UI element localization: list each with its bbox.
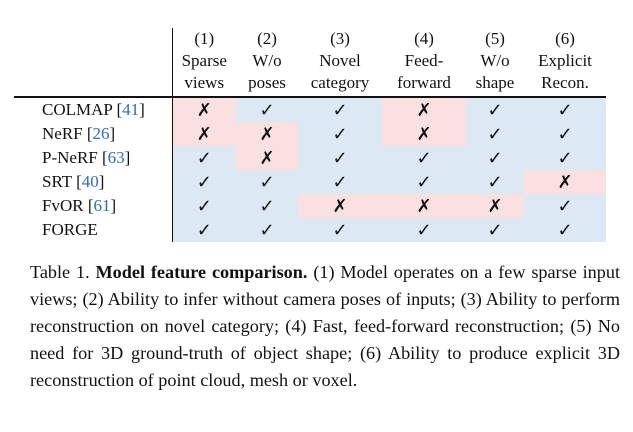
check-mark-icon: ✓ [524, 122, 606, 146]
check-mark-icon: ✓ [524, 218, 606, 242]
check-mark-icon: ✓ [236, 97, 298, 122]
check-mark-icon: ✓ [298, 122, 382, 146]
header-num: (5) [485, 29, 505, 48]
method-name: P-NeRF [42, 148, 98, 167]
header-num: (4) [414, 29, 434, 48]
check-mark-icon: ✓ [236, 170, 298, 194]
cross-mark-icon: ✗ [172, 97, 236, 122]
method-name-cell: SRT [40] [14, 170, 173, 194]
header-num: (6) [555, 29, 575, 48]
header-line1: W/o [252, 51, 282, 70]
check-mark-icon: ✓ [298, 170, 382, 194]
table-row: FvOR [61]✓✓✗✗✗✓ [14, 194, 606, 218]
header-num: (3) [330, 29, 350, 48]
caption-label: Table 1. [30, 262, 90, 282]
check-mark-icon: ✓ [382, 218, 466, 242]
header-line2: poses [236, 72, 298, 98]
header-corner [14, 50, 173, 72]
header-corner [14, 28, 173, 50]
check-mark-icon: ✓ [524, 146, 606, 170]
header-line1: W/o [480, 51, 510, 70]
header-line2: forward [382, 72, 466, 98]
check-mark-icon: ✓ [298, 218, 382, 242]
header-line2-row: views poses category forward shape Recon… [14, 72, 606, 98]
citation-link[interactable]: 63 [107, 148, 125, 167]
check-mark-icon: ✓ [172, 218, 236, 242]
check-mark-icon: ✓ [466, 122, 524, 146]
method-name: NeRF [42, 124, 83, 143]
header-num: (2) [257, 29, 277, 48]
citation-link[interactable]: 40 [81, 172, 99, 191]
feature-comparison-table: (1) (2) (3) (4) (5) (6) Sparse W/o Novel… [14, 28, 606, 242]
header-line1-row: Sparse W/o Novel Feed- W/o Explicit [14, 50, 606, 72]
cross-mark-icon: ✗ [466, 194, 524, 218]
cross-mark-icon: ✗ [298, 194, 382, 218]
check-mark-icon: ✓ [524, 194, 606, 218]
header-num: (1) [194, 29, 215, 48]
check-mark-icon: ✓ [466, 97, 524, 122]
table-row: FORGE✓✓✓✓✓✓ [14, 218, 606, 242]
citation-link[interactable]: 61 [93, 196, 111, 215]
method-name-cell: COLMAP [41] [14, 97, 173, 122]
method-name: SRT [42, 172, 72, 191]
cross-mark-icon: ✗ [172, 122, 236, 146]
method-name: FORGE [42, 220, 98, 239]
cross-mark-icon: ✗ [236, 122, 298, 146]
header-line2: views [172, 72, 236, 98]
check-mark-icon: ✓ [466, 146, 524, 170]
header-line2: category [298, 72, 382, 98]
check-mark-icon: ✓ [172, 146, 236, 170]
cross-mark-icon: ✗ [382, 122, 466, 146]
check-mark-icon: ✓ [466, 218, 524, 242]
table-row: SRT [40]✓✓✓✓✓✗ [14, 170, 606, 194]
table-caption: Table 1. Model feature comparison. (1) M… [30, 259, 620, 394]
table-row: NeRF [26]✗✗✓✗✓✓ [14, 122, 606, 146]
table-row: P-NeRF [63]✓✗✓✓✓✓ [14, 146, 606, 170]
check-mark-icon: ✓ [524, 97, 606, 122]
method-name: COLMAP [42, 100, 113, 119]
cross-mark-icon: ✗ [382, 97, 466, 122]
check-mark-icon: ✓ [172, 170, 236, 194]
cross-mark-icon: ✗ [382, 194, 466, 218]
header-line2: Recon. [524, 72, 606, 98]
header-line1: Novel [319, 51, 361, 70]
check-mark-icon: ✓ [236, 194, 298, 218]
method-name-cell: P-NeRF [63] [14, 146, 173, 170]
method-name-cell: FORGE [14, 218, 173, 242]
header-line1: Explicit [538, 51, 592, 70]
table-row: COLMAP [41]✗✓✓✗✓✓ [14, 97, 606, 122]
method-name: FvOR [42, 196, 84, 215]
check-mark-icon: ✓ [466, 170, 524, 194]
header-number-row: (1) (2) (3) (4) (5) (6) [14, 28, 606, 50]
header-line2: shape [466, 72, 524, 98]
check-mark-icon: ✓ [298, 146, 382, 170]
header-line1: Sparse [181, 51, 227, 70]
check-mark-icon: ✓ [298, 97, 382, 122]
check-mark-icon: ✓ [382, 170, 466, 194]
caption-text: (1) Model operates on a few sparse input… [30, 262, 621, 390]
check-mark-icon: ✓ [382, 146, 466, 170]
method-name-cell: NeRF [26] [14, 122, 173, 146]
method-name-cell: FvOR [61] [14, 194, 173, 218]
header-line1: Feed- [404, 51, 444, 70]
cross-mark-icon: ✗ [236, 146, 298, 170]
cross-mark-icon: ✗ [524, 170, 606, 194]
check-mark-icon: ✓ [236, 218, 298, 242]
table-body: COLMAP [41]✗✓✓✗✓✓NeRF [26]✗✗✓✗✓✓P-NeRF [… [14, 97, 606, 242]
citation-link[interactable]: 41 [122, 100, 140, 119]
caption-bold-title: Model feature comparison. [95, 262, 308, 282]
header-corner [14, 72, 173, 98]
check-mark-icon: ✓ [172, 194, 236, 218]
citation-link[interactable]: 26 [92, 124, 110, 143]
